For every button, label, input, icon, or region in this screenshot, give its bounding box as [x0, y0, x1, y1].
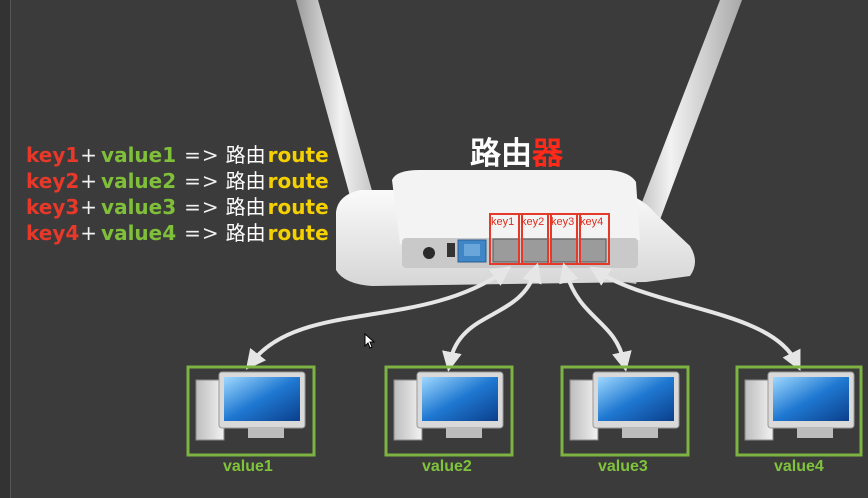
mapping-route: route [267, 195, 329, 219]
mapping-key: key4 [26, 221, 80, 245]
computer-icon [735, 365, 863, 457]
mapping-row: key1 + value1 => 路由 route [26, 142, 329, 168]
mapping-value: value3 [101, 195, 177, 219]
title-router: 路由 [470, 136, 532, 172]
diagram-title: 路由器 [470, 128, 563, 173]
computer-label: value2 [422, 458, 472, 475]
mapping-router: 路由 [225, 221, 266, 245]
mapping-arrow: => [184, 169, 220, 193]
mapping-key: key1 [26, 143, 80, 167]
mapping-value: value1 [101, 143, 177, 167]
computer-label: value4 [774, 458, 824, 475]
mapping-arrow: => [184, 221, 220, 245]
mapping-router: 路由 [225, 195, 266, 219]
port-label: key4 [580, 216, 604, 228]
connection-arrows [245, 262, 801, 372]
port-label: key1 [491, 216, 515, 228]
computer-icon [384, 365, 514, 457]
mapping-route: route [267, 143, 329, 167]
title-device: 器 [532, 136, 563, 172]
mapping-list: key1 + value1 => 路由 route key2 + value2 … [26, 142, 329, 246]
mapping-key: key2 [26, 169, 80, 193]
mapping-plus: + [80, 195, 98, 219]
mapping-value: value2 [101, 169, 177, 193]
port-label: key2 [521, 216, 545, 228]
computer-icon [186, 365, 316, 457]
mapping-row: key2 + value2 => 路由 route [26, 168, 329, 194]
router-icon [336, 170, 695, 286]
mapping-router: 路由 [225, 143, 266, 167]
mapping-arrow: => [184, 195, 220, 219]
cursor-icon [364, 333, 376, 349]
mapping-plus: + [80, 143, 98, 167]
computer-label: value3 [598, 458, 648, 475]
mapping-plus: + [80, 169, 98, 193]
mapping-row: key3 + value3 => 路由 route [26, 194, 329, 220]
computer-label: value1 [223, 458, 273, 475]
mapping-plus: + [80, 221, 98, 245]
mapping-value: value4 [101, 221, 177, 245]
mapping-router: 路由 [225, 169, 266, 193]
window-edge [0, 0, 11, 498]
mapping-route: route [267, 221, 329, 245]
mapping-route: route [267, 169, 329, 193]
mapping-row: key4 + value4 => 路由 route [26, 220, 329, 246]
port-label: key3 [551, 216, 575, 228]
mapping-key: key3 [26, 195, 80, 219]
mapping-arrow: => [184, 143, 220, 167]
computer-icon [560, 365, 690, 457]
